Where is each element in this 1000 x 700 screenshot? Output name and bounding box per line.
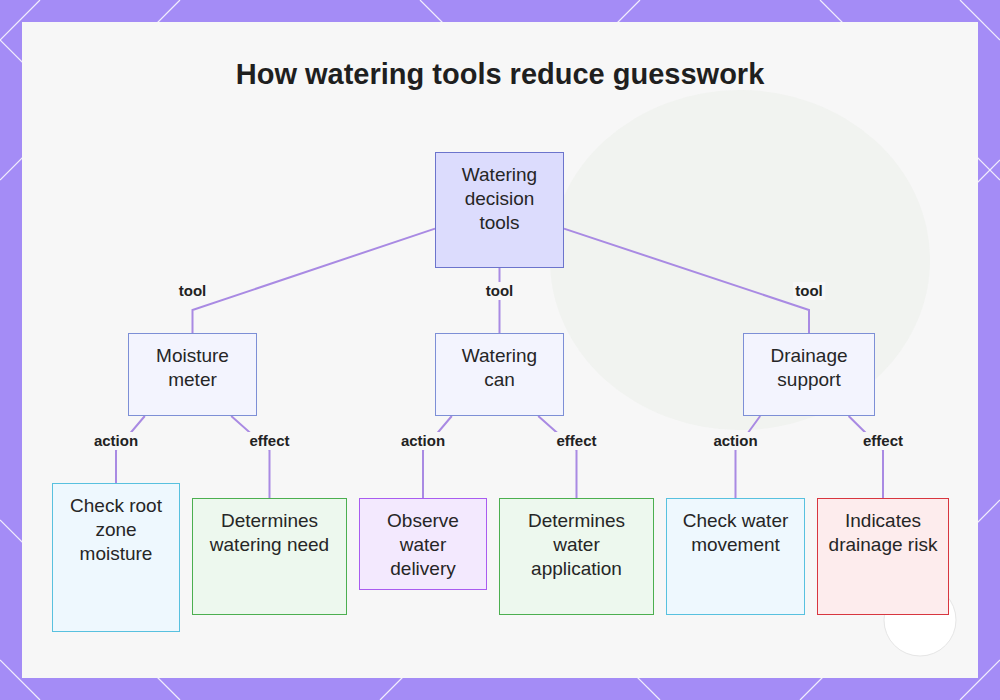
content-panel (22, 22, 978, 678)
node-label: Watering decision tools (444, 163, 555, 235)
edge-label: tool (793, 282, 825, 300)
node-label: Check root zone moisture (61, 494, 171, 566)
tree-connector (538, 416, 576, 498)
node-label: Observe water delivery (368, 509, 478, 581)
tree-connector (193, 229, 436, 333)
edge-label: effect (861, 432, 905, 450)
effect-box: Determines watering need (192, 498, 347, 615)
effect-box: Determines water application (499, 498, 654, 615)
node-label: Watering can (444, 344, 555, 392)
diagram-title: How watering tools reduce guesswork (0, 58, 1000, 91)
node-label: Drainage support (752, 344, 866, 392)
action-box: Check water movement (666, 498, 805, 615)
edge-label: action (92, 432, 140, 450)
root-box: Watering decision tools (435, 152, 564, 268)
node-label: Moisture meter (137, 344, 248, 392)
node-label: Check water movement (675, 509, 796, 557)
node-label: Determines watering need (201, 509, 338, 557)
tree-connector (736, 416, 761, 498)
edge-label: action (711, 432, 759, 450)
tree-connector (423, 416, 452, 498)
edge-label: tool (484, 282, 516, 300)
action-box: Check root zone moisture (52, 483, 180, 632)
tree-connector (231, 416, 269, 498)
tree-connector (499, 268, 501, 333)
edge-label: action (399, 432, 447, 450)
tool-box: Drainage support (743, 333, 875, 416)
tool-box: Moisture meter (128, 333, 257, 416)
risk-box: Indicates drainage risk (817, 498, 949, 615)
edge-label: effect (247, 432, 291, 450)
node-label: Determines water application (508, 509, 645, 581)
background-blur (550, 90, 930, 430)
tool-box: Watering can (435, 333, 564, 416)
tree-connector (849, 416, 883, 498)
node-label: Indicates drainage risk (826, 509, 940, 557)
edge-label: effect (554, 432, 598, 450)
action-box: Observe water delivery (359, 498, 487, 590)
tree-connector (564, 229, 809, 333)
edge-label: tool (177, 282, 209, 300)
